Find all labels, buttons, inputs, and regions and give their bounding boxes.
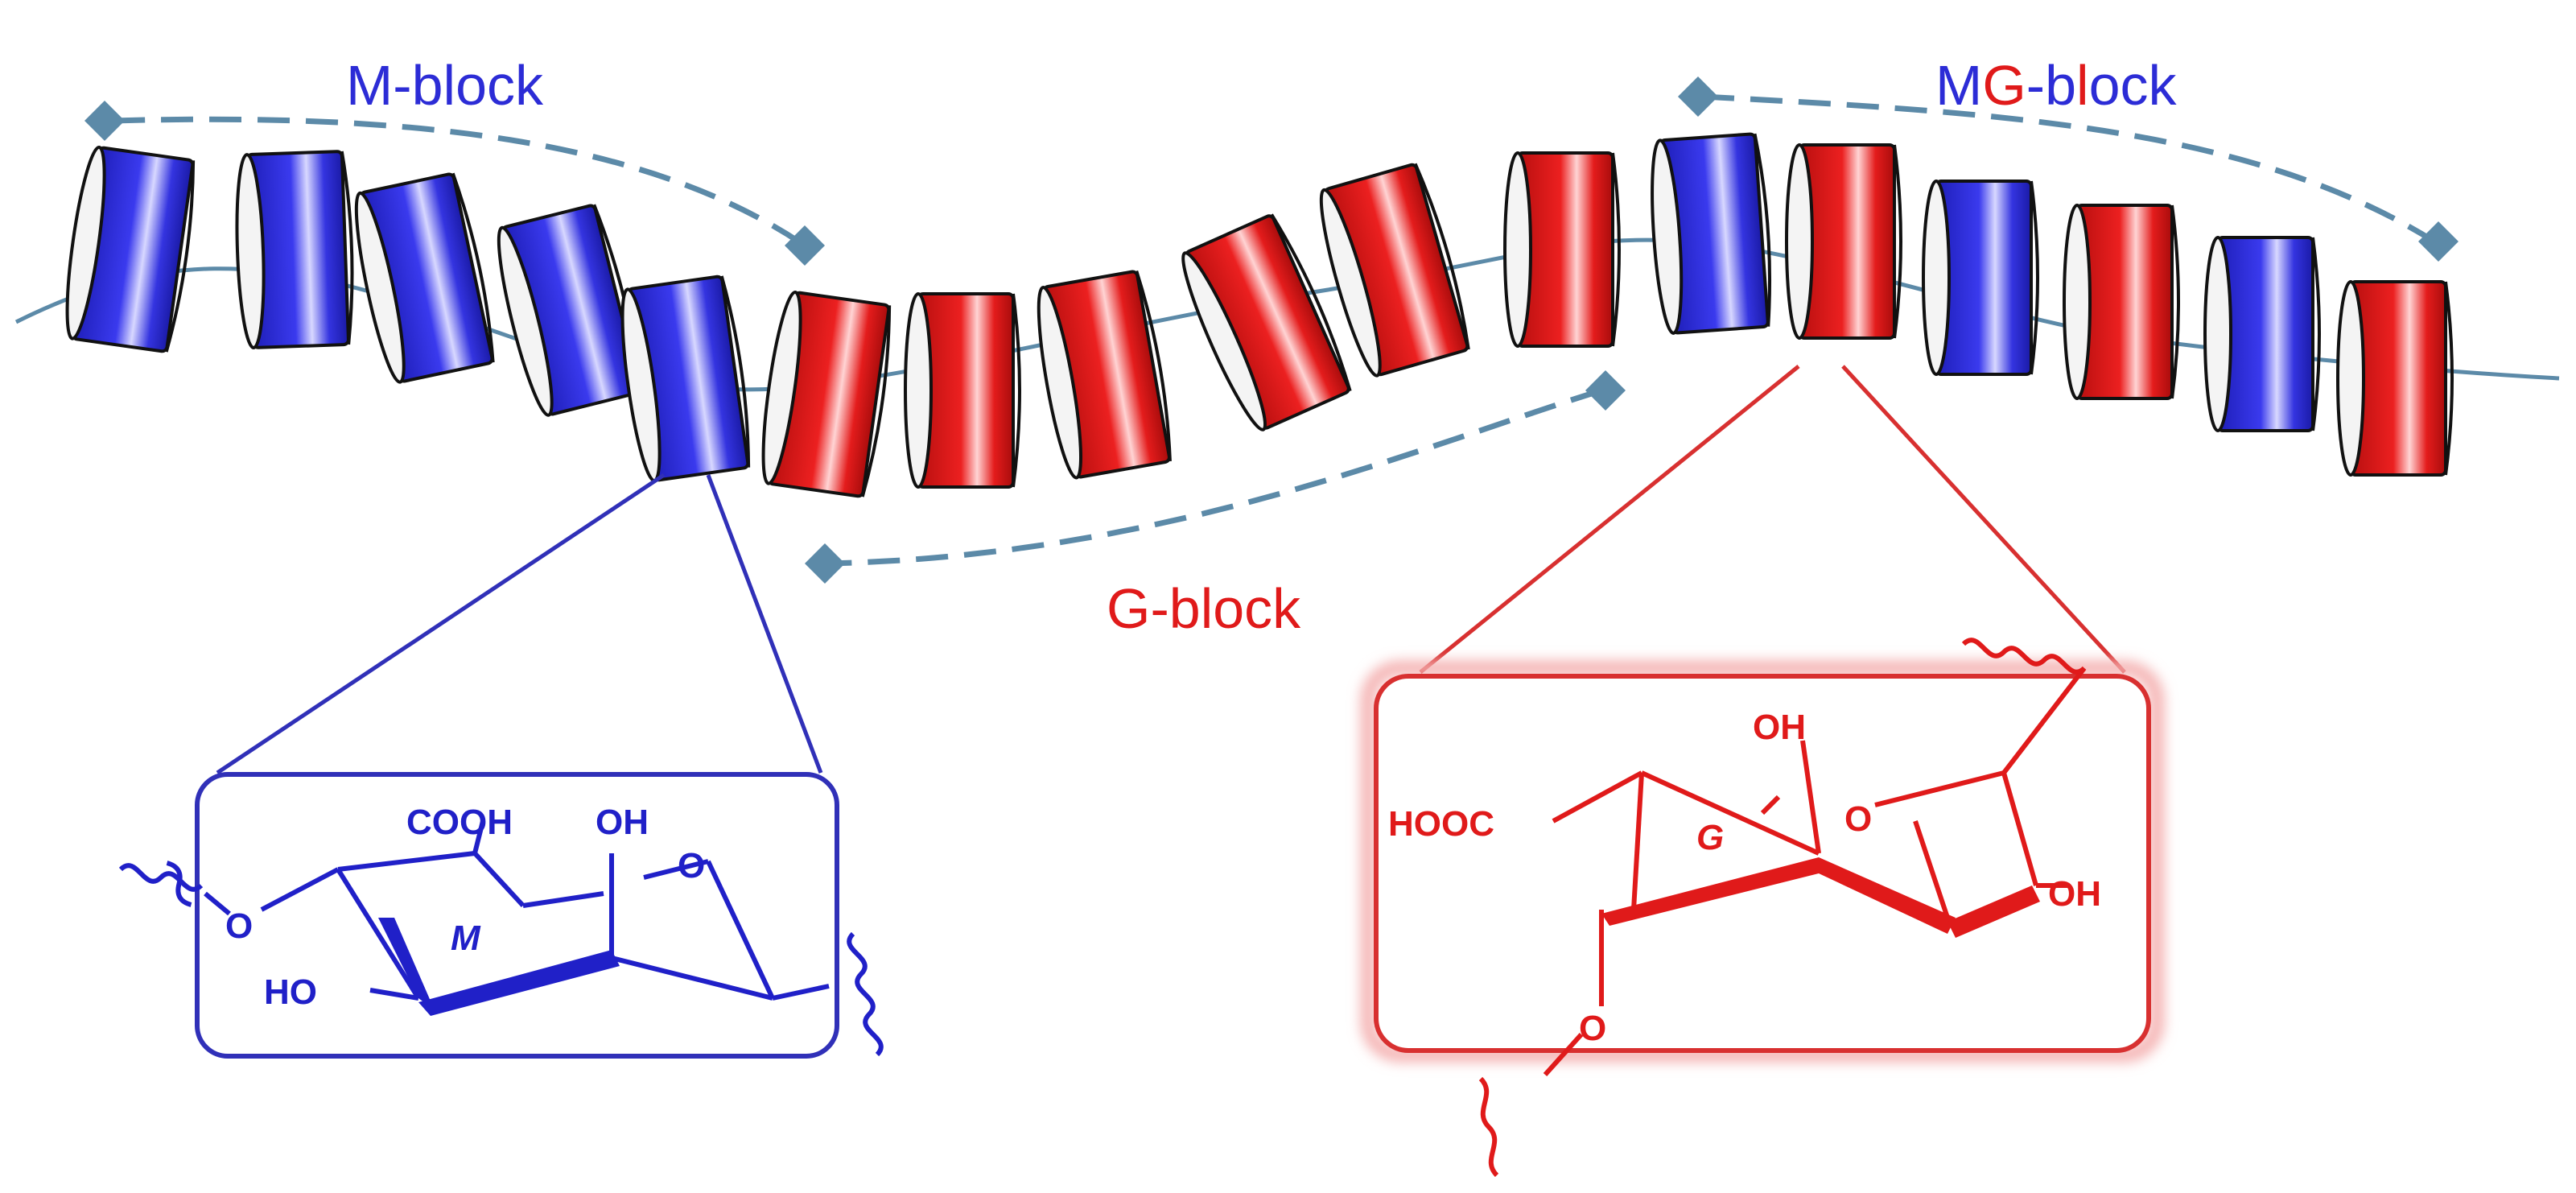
monomer-chain bbox=[65, 132, 2454, 498]
m-ho-label: HO bbox=[264, 972, 317, 1012]
g-unit bbox=[1785, 143, 1902, 340]
g-unit bbox=[1181, 213, 1352, 431]
g-block-arrow bbox=[805, 370, 1626, 584]
m-unit bbox=[497, 204, 643, 417]
g-zoom-lines bbox=[1419, 365, 2126, 674]
g-unit bbox=[2063, 204, 2180, 400]
g-unit bbox=[2336, 280, 2454, 477]
m-unit bbox=[2203, 236, 2321, 432]
g-oh-right-label: OH bbox=[2048, 874, 2101, 914]
g-unit bbox=[1503, 151, 1621, 348]
m-unit bbox=[235, 150, 354, 349]
m-unit bbox=[1651, 132, 1772, 335]
mg-block-arrow bbox=[1678, 76, 2459, 262]
m-unit-label: M bbox=[451, 918, 481, 958]
m-cooh-label: COOH bbox=[406, 803, 513, 842]
g-unit-label: G bbox=[1696, 818, 1724, 857]
g-ring-oxygen: O bbox=[1844, 799, 1872, 839]
g-wedge-bond bbox=[1601, 857, 1956, 934]
g-unit bbox=[1319, 163, 1470, 378]
g-link-oxygen: O bbox=[1579, 1009, 1606, 1048]
m-oh-label: OH bbox=[596, 803, 649, 842]
mg-block-label: MG-block bbox=[1935, 54, 2178, 117]
m-structure bbox=[118, 820, 884, 1057]
m-block-arrow bbox=[84, 101, 825, 266]
m-wedge-left bbox=[378, 918, 435, 1010]
g-structure-box bbox=[1374, 674, 2151, 1053]
m-block-label: M-block bbox=[346, 54, 544, 117]
m-ring-oxygen: O bbox=[678, 846, 705, 885]
g-structure-glow bbox=[1361, 661, 2164, 1062]
g-wedge-right bbox=[1947, 885, 2040, 938]
g-unit bbox=[1037, 270, 1172, 480]
m-wedge-bond bbox=[418, 950, 620, 1016]
g-block-label: G-block bbox=[1107, 577, 1301, 640]
g-unit bbox=[761, 290, 892, 498]
g-oh-top-label: OH bbox=[1753, 708, 1806, 747]
g-unit bbox=[904, 292, 1021, 489]
m-unit bbox=[1922, 180, 2039, 376]
m-unit bbox=[65, 145, 196, 353]
m-unit bbox=[354, 172, 495, 384]
m-link-oxygen: O bbox=[225, 906, 253, 946]
m-structure-box bbox=[195, 772, 839, 1059]
m-unit bbox=[620, 275, 751, 483]
m-zoom-lines bbox=[216, 473, 823, 775]
g-hooc-label: HOOC bbox=[1388, 804, 1494, 844]
g-structure bbox=[1478, 638, 2087, 1178]
